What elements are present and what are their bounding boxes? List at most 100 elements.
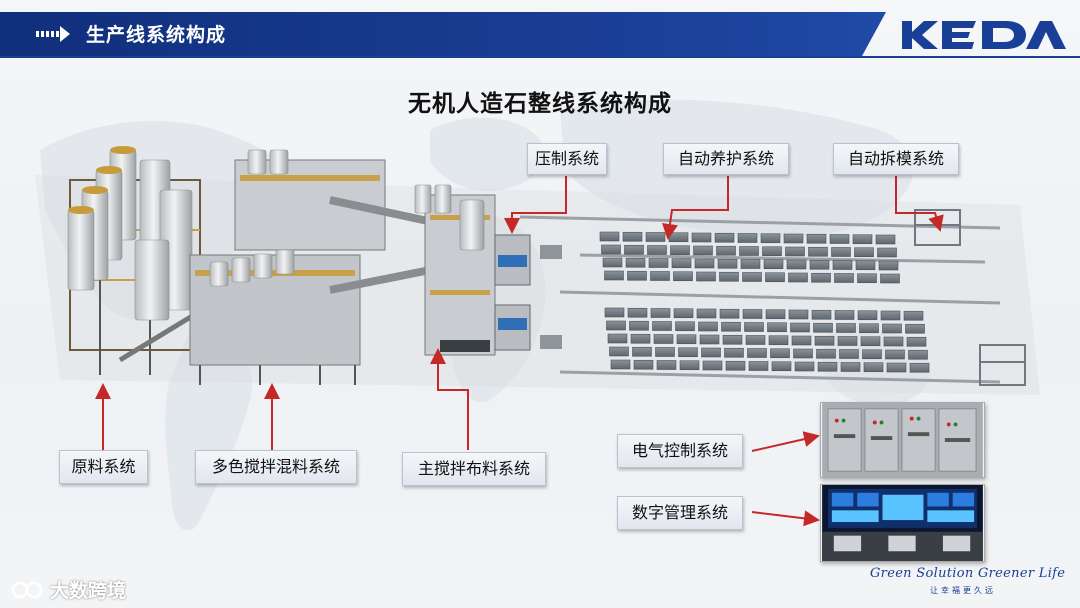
digital-control-room-photo (820, 484, 985, 562)
curing-mold (717, 258, 738, 269)
curing-mold (806, 233, 827, 244)
curing-mold (627, 307, 648, 318)
curing-mold (791, 335, 812, 346)
main-mixing-station (414, 184, 496, 356)
curing-mold (747, 348, 767, 358)
curing-mold (903, 310, 924, 321)
curing-mold (601, 244, 621, 255)
curing-mold (908, 349, 928, 360)
curing-mold (839, 349, 859, 359)
curing-mold (607, 333, 628, 344)
curing-mold (719, 308, 740, 319)
curing-mold (694, 258, 715, 269)
watermark-logo-icon (11, 581, 43, 598)
curing-mold (722, 334, 743, 345)
curing-mold (831, 247, 851, 257)
header-title: 生产线系统构成 (86, 24, 227, 46)
curing-mold (793, 348, 813, 359)
curing-mold (885, 349, 905, 360)
curing-mold (811, 309, 832, 320)
curing-mold (739, 246, 759, 256)
curing-mold (878, 260, 899, 271)
curing-mold (675, 321, 695, 332)
curing-mold (606, 320, 626, 331)
label-digital-management-system: 数字管理系统 (617, 496, 743, 530)
curing-mold (745, 335, 766, 345)
keda-logo (902, 21, 1066, 49)
curing-mold (863, 362, 884, 373)
header-divider (0, 56, 1080, 58)
curing-mold (624, 244, 644, 255)
curing-mold (670, 245, 690, 256)
press-machines (494, 234, 562, 351)
curing-mold (721, 321, 741, 332)
curing-mold (860, 336, 881, 347)
curing-rack-lower (604, 307, 930, 373)
curing-mold (817, 361, 838, 372)
curing-mold (656, 360, 677, 370)
slogan: Green Solution Greener Life (870, 566, 1066, 581)
curing-mold (768, 335, 789, 346)
curing-mold (673, 271, 693, 282)
curing-mold (602, 257, 623, 268)
curing-mold (725, 360, 746, 371)
curing-mold (671, 258, 692, 269)
curing-mold (855, 260, 876, 271)
curing-mold (604, 270, 624, 281)
curing-mold (655, 347, 675, 357)
curing-mold (652, 321, 672, 331)
curing-mold (763, 259, 784, 270)
curing-mold (645, 232, 666, 242)
curing-mold (857, 310, 878, 321)
curing-mold (633, 359, 654, 370)
curing-mold (668, 232, 689, 243)
curing-mold (702, 360, 723, 371)
curing-mold (610, 359, 631, 370)
curing-mold (737, 233, 758, 243)
curing-mold (883, 336, 904, 347)
curing-mold (906, 336, 927, 347)
mixing-towers (189, 149, 481, 385)
curing-mold (701, 347, 721, 358)
curing-mold (771, 361, 792, 372)
callout-arrows (95, 176, 944, 527)
curing-mold (788, 309, 809, 320)
curing-mold (724, 347, 744, 358)
curing-mold (744, 322, 764, 332)
curing-mold (740, 259, 761, 269)
curing-mold (829, 234, 850, 244)
curing-mold (837, 336, 858, 346)
curing-mold (716, 245, 736, 256)
curing-mold (783, 233, 804, 244)
curing-mold (862, 349, 882, 360)
curing-mold (880, 273, 900, 284)
curing-mold (630, 333, 651, 344)
curing-mold (882, 323, 902, 334)
curing-mold (678, 347, 698, 358)
curing-mold (691, 232, 712, 243)
curing-mold (648, 258, 669, 268)
curing-mold (653, 334, 674, 344)
curing-mold (698, 321, 718, 332)
curing-mold (760, 233, 781, 244)
curing-mold (696, 308, 717, 319)
curing-mold (679, 360, 700, 371)
curing-mold (880, 310, 901, 321)
curing-mold (859, 323, 879, 334)
curing-mold (770, 348, 790, 359)
curing-mold (650, 271, 670, 281)
label-main-mixing-system: 主搅拌布料系统 (402, 452, 546, 486)
curing-mold (852, 234, 873, 245)
curing-mold (696, 271, 716, 282)
curing-mold (609, 346, 629, 357)
raw-material-silos (67, 146, 237, 375)
curing-mold (836, 323, 856, 333)
curing-mold (886, 362, 907, 373)
curing-mold (627, 270, 647, 281)
curing-mold (742, 272, 762, 282)
curing-mold (748, 361, 769, 371)
curing-mold (719, 271, 739, 282)
watermark: 大数跨境 (10, 576, 126, 603)
curing-mold (676, 334, 697, 345)
label-raw-material-system: 原料系统 (59, 450, 148, 484)
